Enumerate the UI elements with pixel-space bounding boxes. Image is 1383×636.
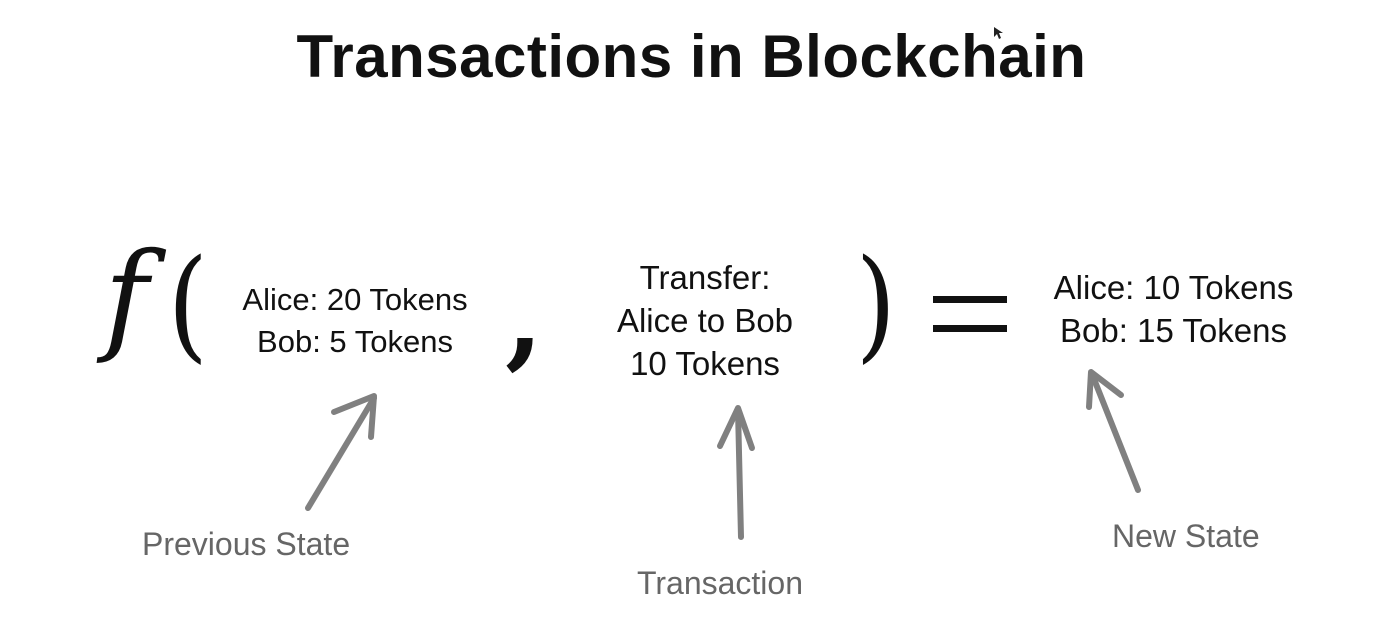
function-symbol: f — [104, 228, 149, 367]
mouse-cursor-icon — [994, 27, 1003, 39]
open-paren: ( — [167, 233, 209, 375]
transaction-line: Alice to Bob — [616, 302, 794, 339]
new-state-block: Alice: 10 Tokens Bob: 15 Tokens — [1026, 266, 1321, 352]
transaction-arrow — [717, 405, 755, 540]
transaction-block: Transfer: Alice to Bob 10 Tokens — [575, 256, 835, 385]
comma-separator: , — [505, 252, 544, 381]
new-state-arrow — [1086, 369, 1141, 493]
equals-bar-bottom — [933, 325, 1007, 332]
transaction-label: Transaction — [637, 565, 803, 601]
transaction-line: Transfer: — [639, 259, 771, 296]
new-state-line: Bob: 15 Tokens — [1060, 312, 1287, 349]
previous-state-arrow — [305, 393, 377, 511]
previous-state-block: Alice: 20 Tokens Bob: 5 Tokens — [210, 279, 500, 363]
previous-state-line: Bob: 5 Tokens — [257, 324, 453, 359]
close-paren: ) — [855, 233, 897, 375]
previous-state-label: Previous State — [142, 526, 351, 562]
equals-sign — [933, 296, 1007, 332]
previous-state-line: Alice: 20 Tokens — [242, 282, 468, 317]
transaction-line: 10 Tokens — [630, 345, 780, 382]
diagram-title: Transactions in Blockchain — [296, 23, 1087, 90]
new-state-line: Alice: 10 Tokens — [1053, 269, 1294, 306]
equals-bar-top — [933, 296, 1007, 303]
new-state-label: New State — [1112, 518, 1260, 554]
